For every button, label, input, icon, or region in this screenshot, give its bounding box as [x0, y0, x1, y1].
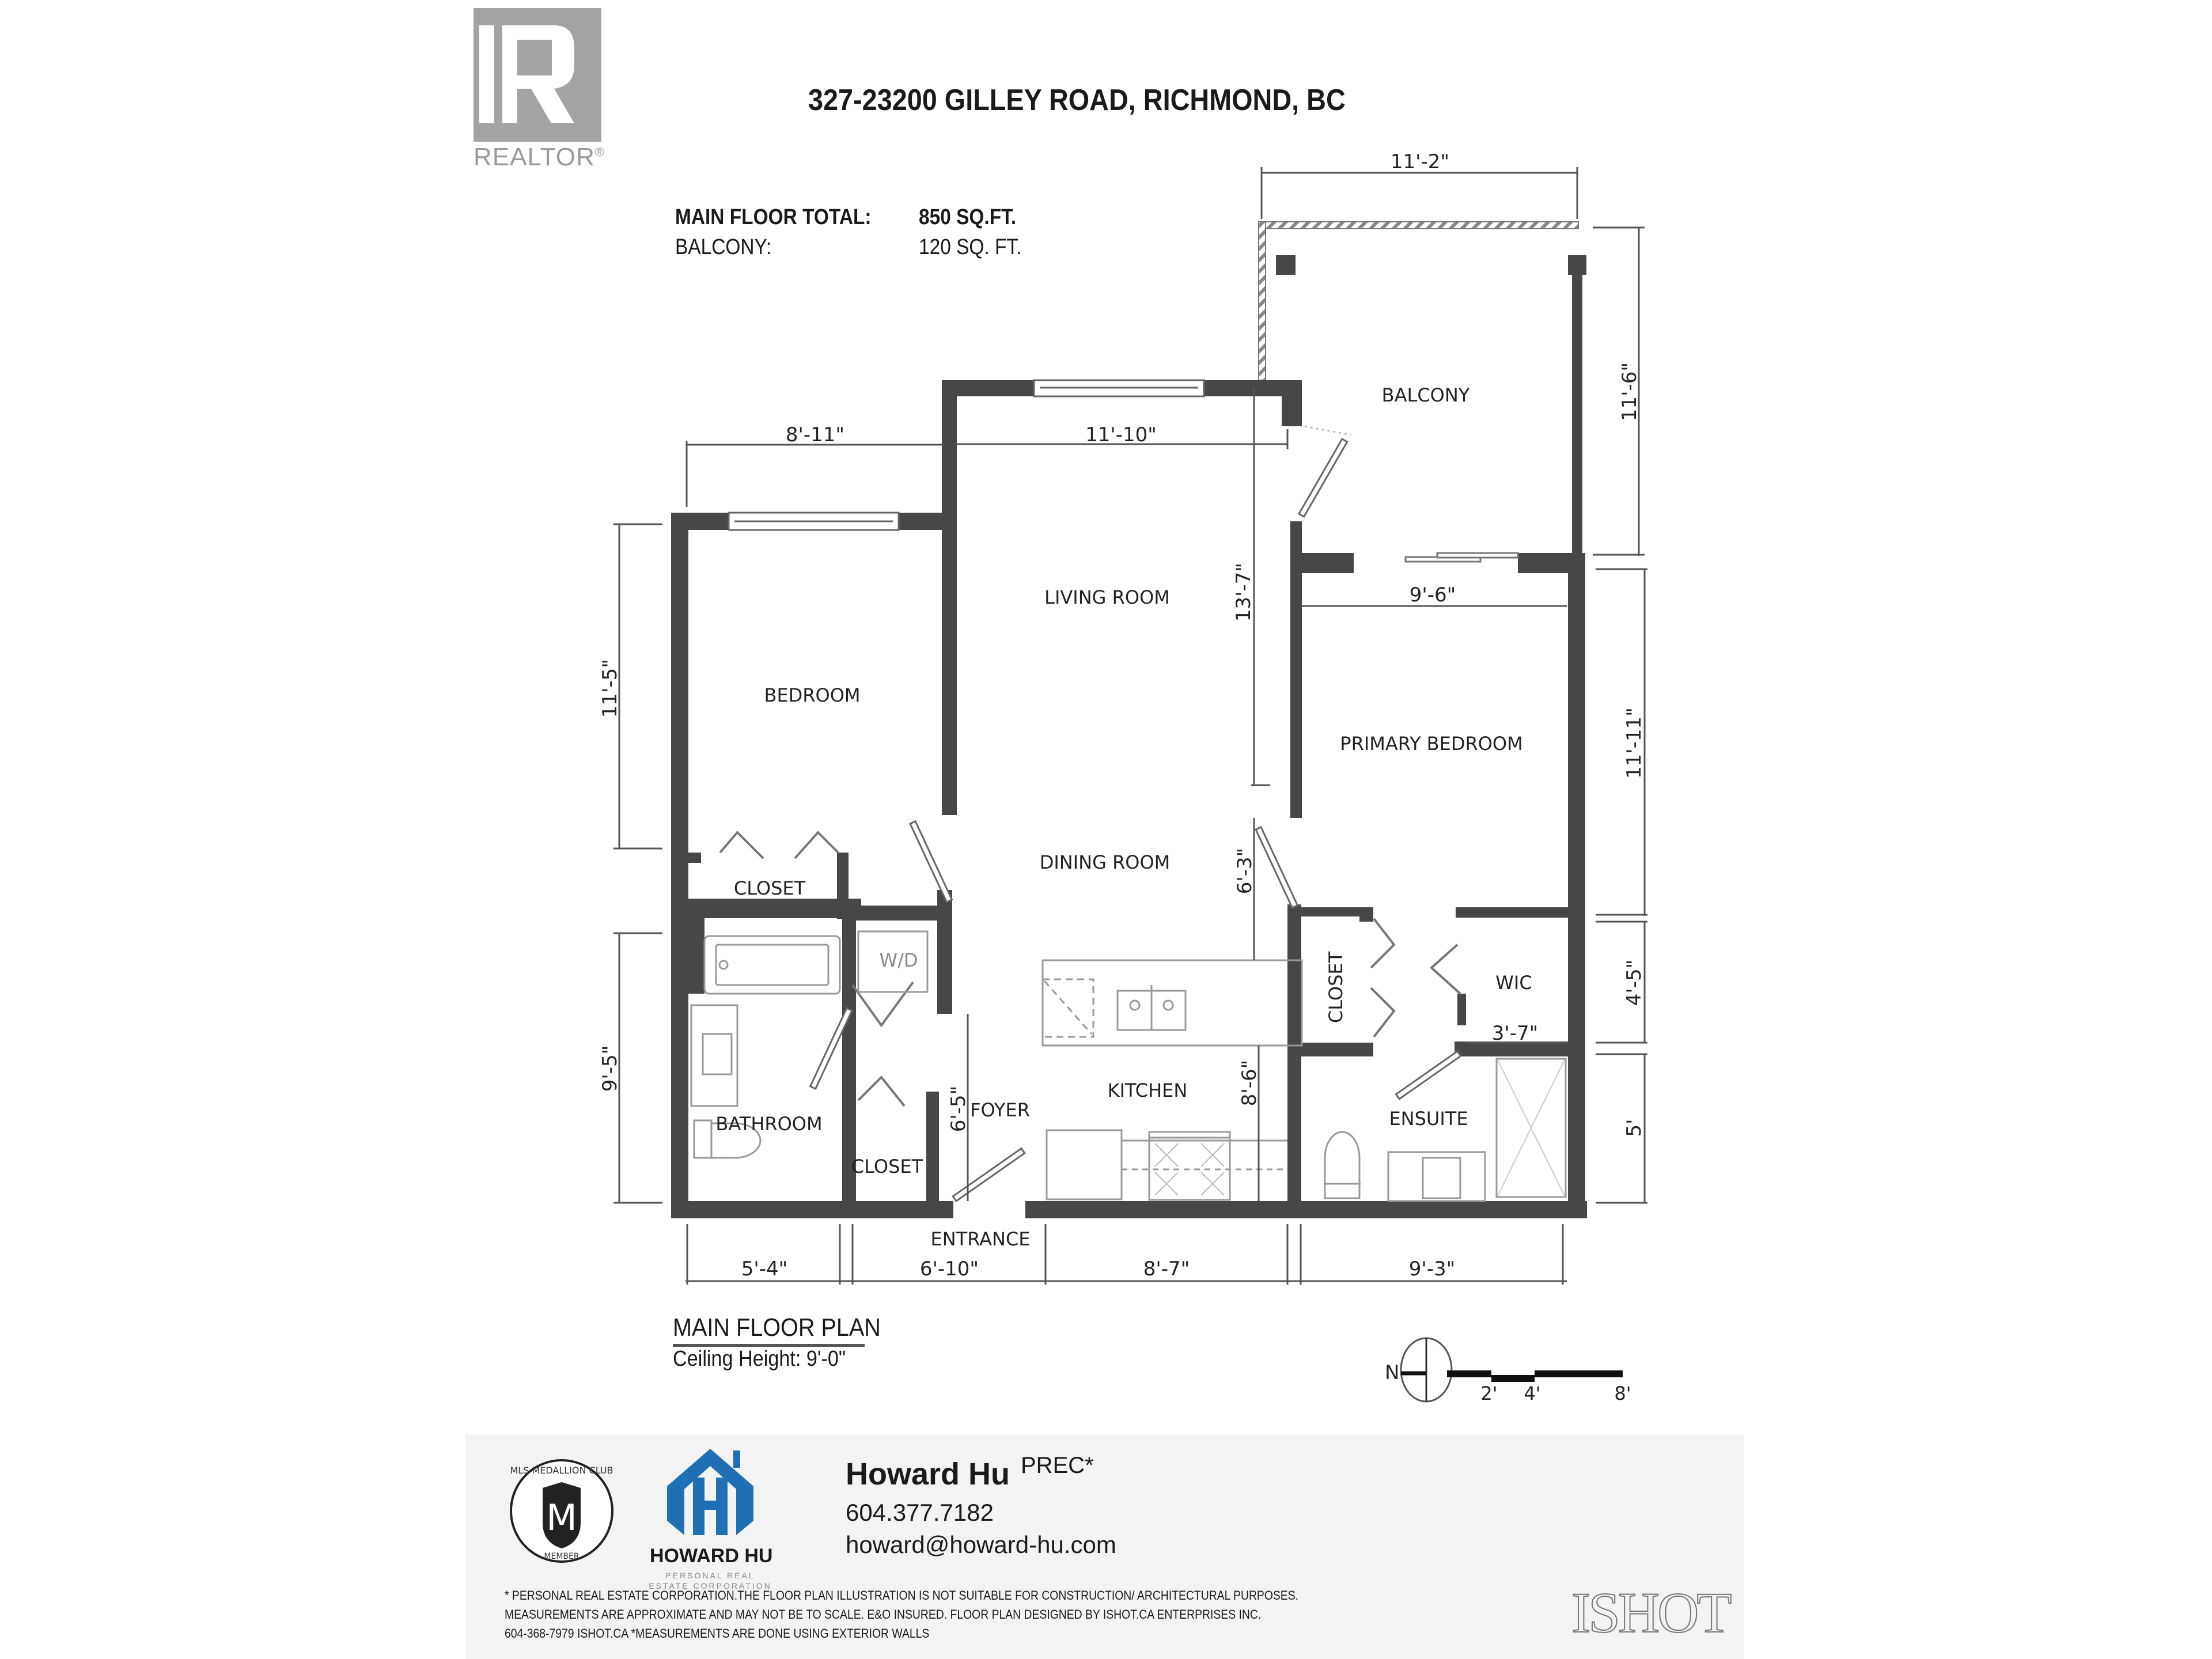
bifold-doors	[719, 831, 1461, 1107]
area-label-balcony: BALCONY:	[675, 235, 772, 259]
scale-tick-4: 4'	[1524, 1382, 1540, 1404]
realtor-logo-icon	[474, 8, 601, 142]
badge-ring-text: MLS MEDALLION CLUB	[510, 1465, 613, 1476]
brand-sub-line1: PERSONAL REAL	[665, 1571, 755, 1580]
dim-dining-depth: 6'-3"	[1233, 848, 1256, 895]
label-living-room: LIVING ROOM	[1044, 586, 1170, 608]
doors	[809, 425, 1462, 1203]
kitchen-island	[1041, 959, 1303, 1047]
bath-vanity-icon	[690, 1004, 738, 1107]
room-labels: BALCONY LIVING ROOM BEDROOM PRIMARY BEDR…	[715, 384, 1532, 1250]
compass-label: N	[1385, 1361, 1399, 1384]
label-closet-bedroom: CLOSET	[734, 877, 806, 899]
area-value-main: 850 SQ.FT.	[919, 205, 1017, 229]
dimension-lines	[613, 167, 1647, 1285]
dim-ensuite-depth: 5'	[1623, 1119, 1646, 1137]
realtor-word: REALTOR	[474, 143, 595, 171]
label-closet-foyer: CLOSET	[851, 1156, 923, 1177]
dim-bottom-bath: 5'-4"	[741, 1257, 788, 1281]
dimension-labels: 11'-2" 8'-11" 11'-10" 9'-6" 3'-7" 5'-4" …	[599, 150, 1646, 1281]
sliding-door-balcony	[1404, 552, 1519, 563]
scale-bar: 2' 4' 8'	[1447, 1370, 1631, 1404]
fixtures	[690, 930, 1567, 1202]
washer-dryer-icon	[857, 930, 929, 993]
plan-title: MAIN FLOOR PLAN	[673, 1313, 881, 1342]
dim-primary-depth: 11'-11"	[1623, 707, 1646, 779]
north-arrow-icon: N	[1385, 1337, 1453, 1403]
dim-bath-depth: 9'-5"	[599, 1046, 622, 1092]
agent-phone[interactable]: 604.377.7182	[846, 1499, 994, 1526]
badge-member-text: MEMBER	[544, 1552, 579, 1561]
ensuite-vanity-icon	[1387, 1151, 1486, 1202]
label-balcony: BALCONY	[1382, 384, 1470, 406]
disclaimer-line-2: MEASUREMENTS ARE APPROXIMATE AND MAY NOT…	[505, 1607, 1262, 1622]
balcony-side-wall	[1572, 275, 1582, 556]
walls	[671, 380, 1587, 1218]
label-bathroom: BATHROOM	[715, 1113, 822, 1135]
area-value-balcony: 120 SQ. FT.	[919, 235, 1022, 259]
toilet-icon	[693, 1119, 762, 1159]
scale-tick-8: 8'	[1614, 1382, 1631, 1404]
balcony-railing	[1258, 221, 1579, 381]
dim-wic-depth: 4'-5"	[1623, 960, 1646, 1006]
dim-bedroom-width: 8'-11"	[786, 423, 844, 446]
label-foyer: FOYER	[970, 1099, 1030, 1121]
dim-living-depth: 13'-7"	[1232, 563, 1255, 622]
registered-mark: ®	[594, 145, 605, 160]
agent-designation: PREC*	[1021, 1453, 1094, 1478]
dim-living-width: 11'-10"	[1085, 423, 1157, 446]
howard-hu-house-logo-icon	[667, 1449, 753, 1535]
shower-icon	[1495, 1058, 1567, 1198]
ishot-logo: ISHOT	[1571, 1580, 1732, 1645]
balcony-post-right	[1568, 255, 1586, 275]
property-address: 327-23200 GILLEY ROAD, RICHMOND, BC	[808, 84, 1346, 117]
dim-balcony-width: 11'-2"	[1391, 150, 1449, 173]
disclaimer-line-1: * PERSONAL REAL ESTATE CORPORATION.THE F…	[505, 1588, 1299, 1603]
brand-sub-line2: ESTATE CORPORATION	[649, 1581, 772, 1590]
dim-foyer-depth: 6'-5"	[947, 1086, 970, 1132]
dim-bottom-foyer: 6'-10"	[920, 1257, 979, 1281]
badge-letter: M	[546, 1497, 577, 1539]
label-primary-bedroom: PRIMARY BEDROOM	[1340, 733, 1522, 755]
dim-wic-width: 3'-7"	[1492, 1022, 1539, 1045]
label-wic: WIC	[1495, 972, 1532, 994]
realtor-wordmark: REALTOR®	[474, 143, 605, 172]
label-bedroom: BEDROOM	[764, 684, 860, 706]
bathtub-icon	[703, 935, 841, 995]
dim-bottom-kitchen: 8'-7"	[1143, 1257, 1190, 1281]
label-kitchen: KITCHEN	[1108, 1080, 1188, 1101]
fridge-icon	[1046, 1129, 1123, 1200]
mls-medallion-club-icon: M MLS MEDALLION CLUB MEMBER	[510, 1459, 613, 1563]
ceiling-height: Ceiling Height: 9'-0"	[673, 1344, 865, 1372]
dim-bedroom-depth: 11'-5"	[599, 659, 622, 718]
label-wd: W/D	[879, 949, 918, 971]
range-icon	[1148, 1131, 1231, 1201]
dim-kitchen-depth: 8'-6"	[1238, 1060, 1261, 1107]
label-closet-primary: CLOSET	[1325, 951, 1347, 1023]
brand-subtitle: PERSONAL REAL ESTATE CORPORATION	[647, 1570, 774, 1591]
dim-bottom-ensuite: 9'-3"	[1409, 1257, 1456, 1281]
label-ensuite: ENSUITE	[1389, 1108, 1468, 1130]
brand-name: HOWARD HU	[650, 1545, 773, 1567]
disclaimer: * PERSONAL REAL ESTATE CORPORATION.THE F…	[505, 1586, 1298, 1643]
realtor-r-icon	[479, 25, 574, 123]
agent-email[interactable]: howard@howard-hu.com	[846, 1531, 1116, 1558]
balcony-post-left	[1276, 255, 1296, 275]
dim-primary-width: 9'-6"	[1410, 584, 1456, 607]
dim-balcony-depth: 11'-6"	[1618, 362, 1641, 421]
agent-name: Howard Hu	[846, 1457, 1010, 1491]
agent-footer: M MLS MEDALLION CLUB MEMBER HOWARD HU PE…	[465, 1434, 1744, 1659]
ensuite-toilet-icon	[1324, 1131, 1361, 1199]
label-entrance: ENTRANCE	[930, 1228, 1030, 1250]
area-label-main: MAIN FLOOR TOTAL:	[675, 205, 872, 229]
disclaimer-line-3: 604-368-7979 ISHOT.CA *MEASUREMENTS ARE …	[505, 1626, 930, 1641]
window-bedroom	[728, 512, 900, 531]
scale-tick-2: 2'	[1480, 1382, 1497, 1404]
label-dining-room: DINING ROOM	[1040, 851, 1171, 873]
window-living	[1033, 379, 1205, 397]
